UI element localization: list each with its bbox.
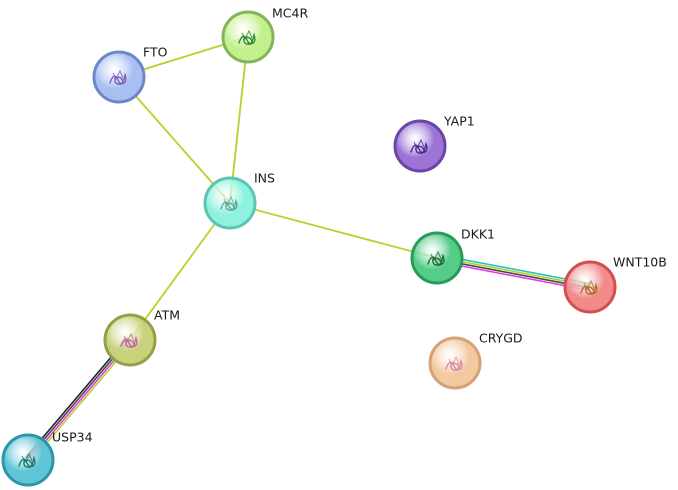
node-label: WNT10B [613,255,667,270]
edge-evidence-line [129,202,231,341]
node-label: FTO [143,45,168,60]
node-label: YAP1 [443,114,475,129]
protein-structure-icon [109,72,127,85]
protein-structure-detail-icon [430,250,442,262]
protein-structure-icon [220,198,238,211]
edge-ins-dkk1[interactable] [229,202,438,259]
protein-structure-detail-icon [448,355,460,367]
protein-structure-detail-icon [112,69,124,81]
protein-structure-detail-icon [241,29,253,41]
node-atm[interactable]: ATM [103,308,180,367]
node-fto[interactable]: FTO [92,45,168,104]
edge-ins-atm[interactable] [129,202,231,341]
protein-structure-icon [580,282,598,295]
edge-evidence-line [229,202,438,259]
protein-structure-detail-icon [583,279,595,291]
node-crygd[interactable]: CRYGD [428,331,523,390]
edge-mc4r-ins[interactable] [229,36,249,204]
protein-structure-detail-icon [123,332,135,344]
node-label: DKK1 [461,227,495,242]
protein-structure-icon [427,253,445,266]
edge-fto-ins[interactable] [118,76,231,204]
protein-structure-detail-icon [413,138,425,150]
node-label: USP34 [52,430,93,445]
protein-structure-icon [238,32,256,45]
node-label: MC4R [272,6,308,21]
node-ins[interactable]: INS [203,171,275,230]
edge-evidence-line [118,76,231,204]
protein-structure-icon [410,141,428,154]
protein-structure-icon [120,335,138,348]
node-label: ATM [154,308,180,323]
node-usp34[interactable]: USP34 [1,430,93,487]
node-dkk1[interactable]: DKK1 [410,227,495,285]
node-label: CRYGD [479,331,523,346]
edge-evidence-line [229,36,249,204]
protein-structure-icon [445,358,463,371]
node-mc4r[interactable]: MC4R [221,6,308,64]
protein-structure-detail-icon [223,195,235,207]
node-label: INS [254,171,275,186]
node-wnt10b[interactable]: WNT10B [563,255,667,314]
node-yap1[interactable]: YAP1 [393,114,475,173]
protein-structure-detail-icon [21,452,33,464]
protein-structure-icon [18,455,36,468]
